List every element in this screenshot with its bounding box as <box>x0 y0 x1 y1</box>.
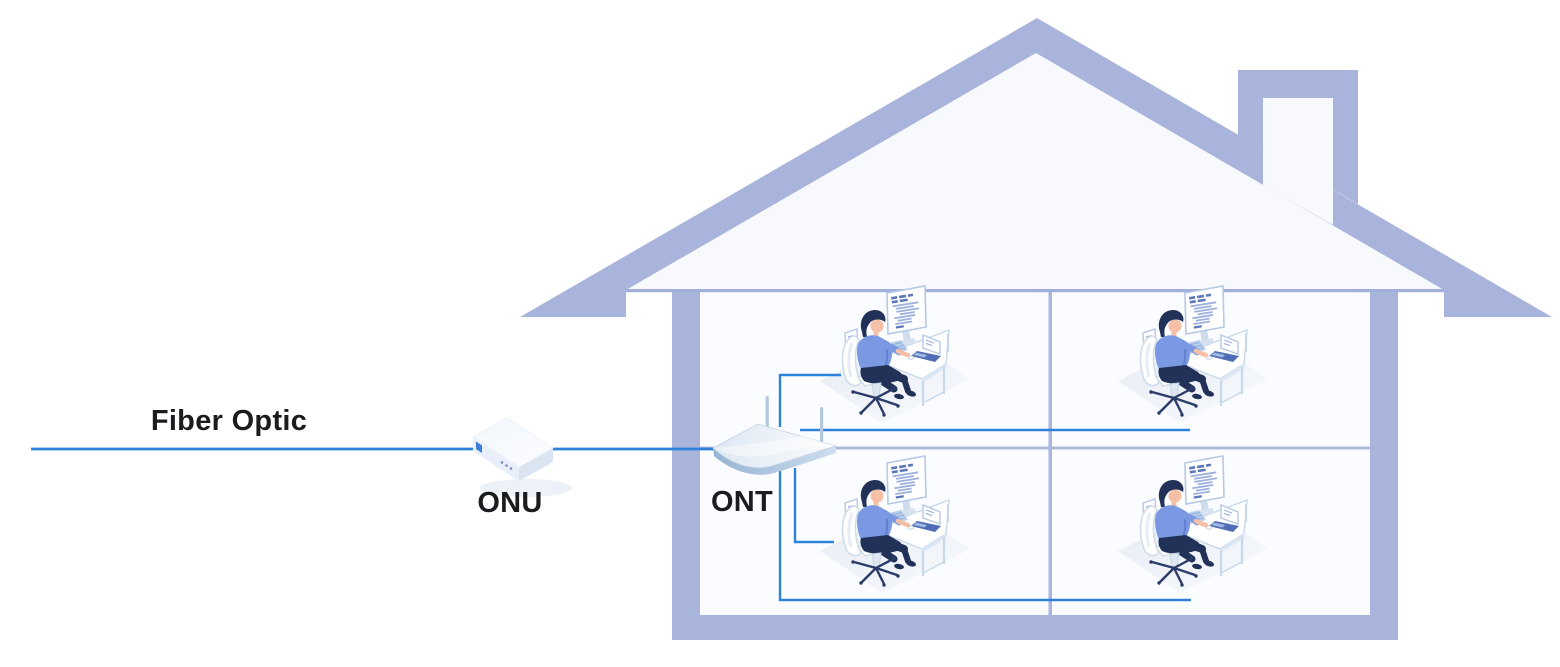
ont-router <box>712 396 838 475</box>
onu-shadow <box>480 479 572 497</box>
onu-left-face <box>473 437 519 481</box>
router-top <box>712 423 838 469</box>
router-side <box>713 446 836 475</box>
chimney-interior <box>1263 98 1333 225</box>
line-to-bottom-left-workstation <box>793 468 834 544</box>
line-to-top-left-workstation <box>778 373 841 427</box>
floor-divider <box>700 446 1370 450</box>
foundation <box>672 615 1398 640</box>
onu-led-dots <box>500 461 513 470</box>
ceiling-line <box>626 289 1444 293</box>
onu-label: ONU <box>477 487 543 519</box>
onu-port-icon <box>476 441 482 453</box>
onu-right-face <box>519 448 553 481</box>
line-to-bottom-right-workstation <box>778 468 1191 602</box>
fiber-optic-label: Fiber Optic <box>150 405 308 437</box>
router-top-highlight <box>713 436 836 457</box>
ont-label: ONT <box>710 486 774 518</box>
left-wall <box>672 290 700 640</box>
antenna-icon <box>820 407 824 447</box>
roof <box>520 18 1552 317</box>
center-wall <box>1048 292 1052 615</box>
onu-device <box>472 417 572 497</box>
right-wall <box>1370 290 1398 640</box>
house <box>520 18 1552 640</box>
onu-top-face <box>472 417 554 468</box>
attic-interior <box>626 53 1444 290</box>
